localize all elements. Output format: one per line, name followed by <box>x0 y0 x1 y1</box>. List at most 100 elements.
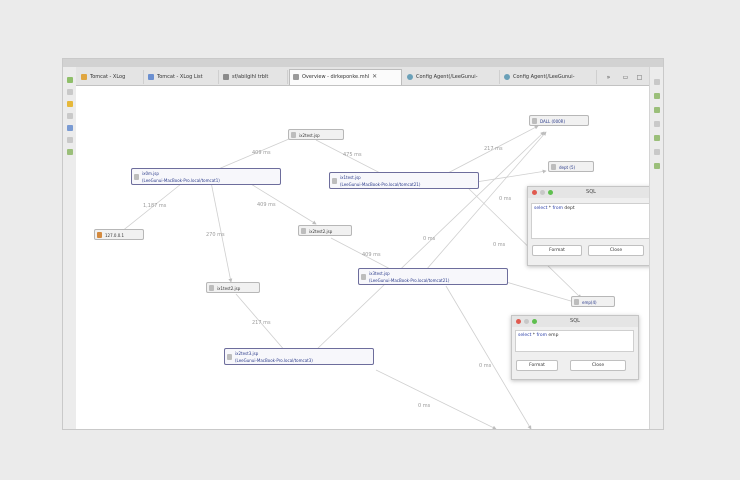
node-emp[interactable]: emp(4) <box>571 296 615 307</box>
user-icon <box>97 232 102 238</box>
close-window-icon[interactable] <box>516 319 521 324</box>
document-icon <box>223 73 229 80</box>
toolbar-icon-2[interactable] <box>67 89 73 95</box>
edge-label: 409 ms <box>257 202 276 208</box>
minimize-window-icon[interactable] <box>524 319 529 324</box>
dialog-title: SQL <box>512 316 638 327</box>
edge-ix0m-ix2test2 <box>245 180 317 225</box>
list-icon <box>148 73 154 80</box>
warning-icon[interactable] <box>67 101 73 107</box>
service-map-canvas[interactable]: 409 ms 475 ms 217 ms 1,187 ms 409 ms 0 m… <box>76 86 649 429</box>
zoom-window-icon[interactable] <box>548 190 553 195</box>
server-icon <box>361 274 366 280</box>
edge-label: 409 ms <box>252 150 271 156</box>
edge-label: 270 ms <box>206 232 225 238</box>
node-dall[interactable]: DALL (000R) <box>529 115 589 126</box>
server-icon <box>332 178 337 184</box>
document-icon <box>293 73 299 80</box>
edge-ip-ix0m <box>115 179 187 237</box>
toolbar-icon-r3[interactable] <box>654 107 660 113</box>
edge-label: 0 ms <box>479 363 492 369</box>
right-toolbar <box>649 67 663 429</box>
edge-ix3test-dall <box>425 131 547 271</box>
left-toolbar <box>63 67 77 429</box>
node-ix1test2[interactable]: ix1test2.jsp <box>206 282 260 293</box>
edge-label: 1,187 ms <box>143 203 167 209</box>
sql-editor[interactable]: select * from emp <box>515 330 634 352</box>
toolbar-icon-r2[interactable] <box>654 93 660 99</box>
minimize-icon[interactable]: ▭ <box>622 74 629 81</box>
toolbar-icon-r1[interactable] <box>654 79 660 85</box>
tab-tomcat-xlog-list[interactable]: Tomcat - XLog List <box>145 70 219 84</box>
node-ix3test[interactable]: ix3test.jsp (LeeGunui-MacBook-Pro.local/… <box>358 268 508 285</box>
close-button[interactable]: Close <box>570 360 626 371</box>
page-icon <box>291 132 296 138</box>
maximize-icon[interactable]: □ <box>636 74 643 81</box>
node-ix2test3[interactable]: ix2test3.jsp (LeeGunui-MacBook-Pro.local… <box>224 348 374 365</box>
toolbar-icon-5[interactable] <box>67 137 73 143</box>
tab-trace[interactable]: sf/abilgihl trblt <box>220 70 288 84</box>
edge-label: 217 ms <box>484 146 503 152</box>
edge-ix3test-emp <box>505 281 582 305</box>
edge-ix0m-ix2test <box>215 135 297 171</box>
toolbar-icon-3[interactable] <box>67 113 73 119</box>
edge-ix2test-ix1test <box>315 139 387 177</box>
edge-label: 0 ms <box>418 403 431 409</box>
edge-ix1test2-ix2test3 <box>235 293 287 353</box>
xlog-icon <box>81 73 87 80</box>
toolbar-icon-r5[interactable] <box>654 135 660 141</box>
toolbar-icon-r6[interactable] <box>654 149 660 155</box>
edge-layer <box>115 125 582 429</box>
node-dept[interactable]: dept (5) <box>548 161 594 172</box>
toolbar-icon-1[interactable] <box>67 77 73 83</box>
edge-ix0m-ix1test2 <box>210 181 233 283</box>
format-button[interactable]: Format <box>532 245 582 256</box>
tab-config-agent-2[interactable]: Config Agent(/LeeGunui- <box>501 70 597 84</box>
edge-label: 0 ms <box>499 196 512 202</box>
edge-label: 217 ms <box>252 320 271 326</box>
node-ip[interactable]: 127.0.0.1 <box>94 229 144 240</box>
edge-label: 0 ms <box>423 236 436 242</box>
sql-dialog-dept: SQL select * from dept Format Close <box>527 186 649 266</box>
edge-label: 0 ms <box>493 242 506 248</box>
node-ix2test[interactable]: ix2test.jsp <box>288 129 344 140</box>
toolbar-icon-r4[interactable] <box>654 121 660 127</box>
tab-overview[interactable]: Overview - dirkeponke.mhl✕ <box>289 69 402 85</box>
zoom-window-icon[interactable] <box>532 319 537 324</box>
sql-editor[interactable]: select * from dept <box>531 203 649 239</box>
tab-list-chevron-icon[interactable]: » <box>606 74 611 81</box>
edge-ix1test-dall <box>445 125 539 175</box>
toolbar-icon-6[interactable] <box>67 149 73 155</box>
database-icon <box>574 299 579 305</box>
edge-label: 409 ms <box>362 252 381 258</box>
edge-ix1test-dept <box>475 169 547 183</box>
database-icon <box>551 164 556 170</box>
node-ix1test[interactable]: ix1test.jsp (LeeGunui-MacBook-Pro.local/… <box>329 172 479 189</box>
edge-ix2test3-dall <box>315 131 545 351</box>
edge-ix2test3-bottom <box>375 369 497 429</box>
tab-tomcat-xlog[interactable]: Tomcat - XLog <box>78 70 144 84</box>
gear-icon <box>504 73 510 80</box>
node-ix2test2[interactable]: ix2test2.jsp <box>298 225 352 236</box>
sql-dialog-emp: SQL select * from emp Format Close <box>511 315 639 380</box>
node-ix0m[interactable]: ix0m.jsp (LeeGunui-MacBook-Pro.local/tom… <box>131 168 281 185</box>
tab-config-agent-1[interactable]: Config Agent(/LeeGunui- <box>404 70 500 84</box>
ide-window: Tomcat - XLog Tomcat - XLog List sf/abil… <box>62 58 664 430</box>
toolbar-icon-4[interactable] <box>67 125 73 131</box>
edge-label: 475 ms <box>343 152 362 158</box>
edge-ix3test-bottom <box>445 285 532 429</box>
edge-ix1test-emp <box>465 185 582 299</box>
toolbar-icon-r7[interactable] <box>654 163 660 169</box>
close-window-icon[interactable] <box>532 190 537 195</box>
close-button[interactable]: Close <box>588 245 644 256</box>
database-icon <box>532 118 537 124</box>
format-button[interactable]: Format <box>516 360 558 371</box>
close-icon[interactable]: ✕ <box>372 73 378 80</box>
page-icon <box>209 285 214 291</box>
server-icon <box>134 174 139 180</box>
editor-tab-bar: Tomcat - XLog Tomcat - XLog List sf/abil… <box>76 67 649 86</box>
minimize-window-icon[interactable] <box>540 190 545 195</box>
gear-icon <box>407 73 413 80</box>
page-icon <box>301 228 306 234</box>
edge-ix2test2-ix3test <box>330 237 397 273</box>
